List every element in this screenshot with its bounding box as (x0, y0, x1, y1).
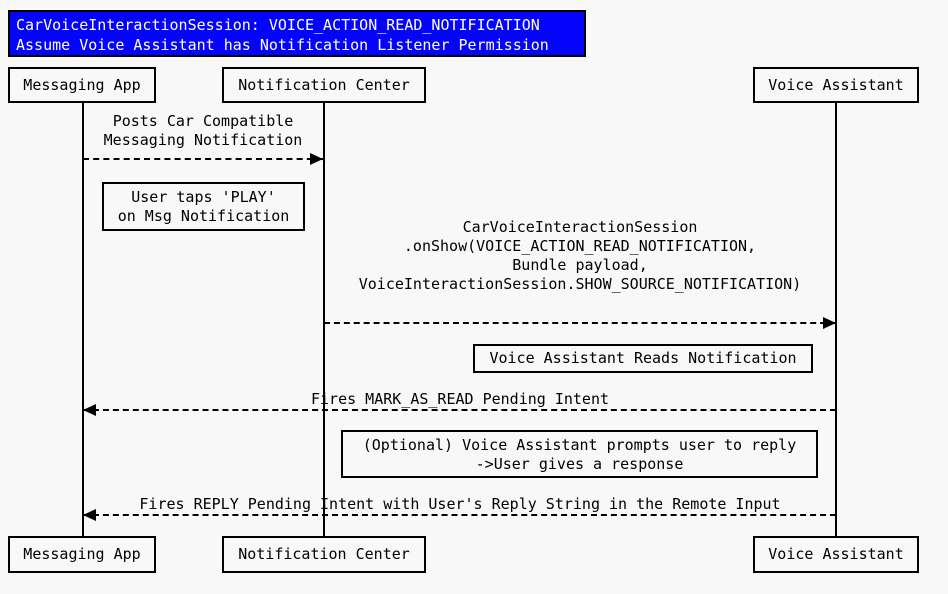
message-1-line-2: Messaging Notification (103, 131, 303, 149)
lifeline-voice-assistant (835, 103, 837, 537)
message-2-line-1: CarVoiceInteractionSession (462, 218, 698, 236)
message-3-label: Fires MARK_AS_READ Pending Intent (110, 390, 810, 409)
message-2-arrowhead-right-icon (823, 317, 836, 329)
participant-label: Notification Center (238, 545, 410, 563)
note-optional-prompt: (Optional) Voice Assistant prompts user … (341, 430, 818, 478)
message-1-line-1: Posts Car Compatible (112, 112, 294, 130)
message-2-line-4: VoiceInteractionSession.SHOW_SOURCE_NOTI… (358, 275, 802, 293)
message-1-label: Posts Car Compatible Messaging Notificat… (83, 112, 323, 150)
note-1-line-2: on Msg Notification (117, 207, 290, 225)
note-voice-assistant-reads: Voice Assistant Reads Notification (473, 344, 813, 373)
message-1-arrow-line (83, 158, 323, 160)
participant-label: Voice Assistant (768, 76, 904, 94)
message-2-line-3: Bundle payload, (512, 256, 648, 274)
message-4-arrowhead-left-icon (83, 509, 96, 521)
participant-top-notification-center: Notification Center (222, 67, 426, 103)
message-4-label: Fires REPLY Pending Intent with User's R… (85, 495, 835, 514)
note-2-line-1: Voice Assistant Reads Notification (489, 349, 797, 367)
title-line-1: CarVoiceInteractionSession: VOICE_ACTION… (16, 16, 540, 34)
note-3-line-1: (Optional) Voice Assistant prompts user … (362, 436, 797, 454)
note-user-taps-play: User taps 'PLAY' on Msg Notification (102, 182, 305, 231)
title-line-2: Assume Voice Assistant has Notification … (16, 36, 549, 54)
participant-label: Messaging App (23, 76, 141, 94)
participant-label: Notification Center (238, 76, 410, 94)
message-3-arrow-line (83, 409, 836, 411)
message-2-line-2: .onShow(VOICE_ACTION_READ_NOTIFICATION, (403, 237, 757, 255)
participant-bottom-voice-assistant: Voice Assistant (753, 536, 919, 573)
message-3-line-1: Fires MARK_AS_READ Pending Intent (310, 390, 609, 408)
lifeline-messaging-app (82, 103, 84, 537)
message-1-arrowhead-right-icon (310, 153, 323, 165)
note-1-line-1: User taps 'PLAY' (131, 188, 276, 206)
note-3-line-2: ->User gives a response (475, 455, 684, 473)
message-2-arrow-line (324, 322, 836, 324)
participant-top-messaging-app: Messaging App (8, 67, 156, 103)
participant-label: Messaging App (23, 545, 141, 563)
message-4-line-1: Fires REPLY Pending Intent with User's R… (139, 495, 781, 513)
participant-bottom-messaging-app: Messaging App (8, 536, 156, 573)
participant-label: Voice Assistant (768, 545, 904, 563)
diagram-title: CarVoiceInteractionSession: VOICE_ACTION… (8, 10, 586, 57)
participant-top-voice-assistant: Voice Assistant (753, 67, 919, 103)
message-3-arrowhead-left-icon (83, 404, 96, 416)
lifeline-notification-center (323, 103, 325, 537)
participant-bottom-notification-center: Notification Center (222, 536, 426, 573)
message-2-label: CarVoiceInteractionSession .onShow(VOICE… (330, 218, 830, 294)
message-4-arrow-line (83, 514, 836, 516)
